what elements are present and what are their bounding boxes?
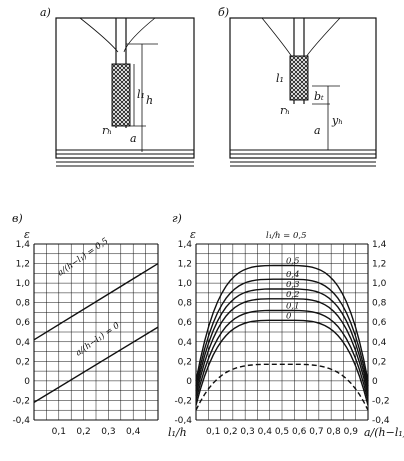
series-label: 0,2: [286, 290, 300, 300]
label-bt-b: bₜ: [314, 90, 324, 103]
y-tick-label-right: 0,4: [372, 338, 387, 348]
chart-d-yticks-left: 1,4 1,2 1,0 0,8 0,6 0,4 0,2 0 -0,2 -0,4: [174, 240, 192, 426]
series-label: 0: [286, 311, 292, 321]
y-tick-label: 0,8: [178, 299, 193, 309]
chart-c-series-label-1: a/(h−l₁) = 0,5: [55, 235, 110, 278]
chart-d-yticks-right: 1,4 1,2 1,0 0,8 0,6 0,4 0,2 0 -0,2 -0,4: [372, 240, 390, 426]
chart-c-series: [33, 262, 159, 403]
series-curve: [195, 363, 369, 411]
label-a-a: a: [130, 132, 137, 145]
panel-d-tag: г): [172, 212, 182, 225]
y-tick-label-right: 0,2: [372, 357, 386, 367]
x-tick-label: 0,7: [309, 427, 323, 437]
y-tick-label-right: 0,6: [372, 318, 387, 328]
y-tick-label: 0,8: [16, 299, 31, 309]
series-label: 0,5: [286, 257, 300, 267]
y-tick-label: 1,0: [16, 279, 31, 289]
x-tick-label: 0,5: [275, 427, 289, 437]
y-tick-label: 0: [186, 377, 192, 387]
series-curve: [195, 264, 369, 382]
x-tick-label: 0,8: [326, 427, 341, 437]
x-tick-label: 0,3: [101, 427, 115, 437]
x-tick-label: 0,6: [292, 427, 307, 437]
y-tick-label: 1,2: [16, 260, 30, 270]
y-tick-label: 1,4: [16, 240, 31, 250]
x-tick-label: 0,1: [206, 427, 220, 437]
series-curve: [195, 309, 369, 401]
chart-c-grid: [33, 243, 159, 421]
series-curve: [195, 298, 369, 396]
panel-a-tag: a): [40, 6, 51, 19]
chart-d-legend-title: l₁/h = 0,5: [266, 231, 307, 241]
chart-c-ylabel: ε: [24, 228, 30, 241]
series-line: [33, 262, 159, 341]
chart-c-xticks: 0,1 0,2 0,3 0,4: [52, 427, 141, 437]
y-tick-label: 0,2: [178, 357, 192, 367]
y-tick-label-right: -0,4: [372, 416, 390, 426]
y-tick-label-right: 1,0: [372, 279, 387, 289]
y-tick-label-right: 1,2: [372, 260, 386, 270]
x-tick-label: 0,2: [76, 427, 90, 437]
x-tick-label: 0,2: [223, 427, 237, 437]
panel-a: a) l₁ h rₕ a: [40, 6, 195, 167]
y-tick-label: 0,2: [16, 357, 30, 367]
label-rh-a: rₕ: [102, 124, 112, 137]
label-rh-b: rₕ: [280, 104, 290, 117]
label-yh-b: yₕ: [331, 114, 343, 127]
y-tick-label: 0,6: [16, 318, 31, 328]
y-tick-label: -0,4: [174, 416, 192, 426]
chart-d-xlabel: a/(h−l₁): [364, 426, 404, 439]
chart-c-yticks: 1,4 1,2 1,0 0,8 0,6 0,4 0,2 0 -0,2 -0,4: [12, 240, 30, 426]
series-curve: [195, 278, 369, 386]
chart-d: г) ε l₁/h = 0,5 1,4 1,2 1,0 0,8 0,6 0,4 0,2 0 -0…: [172, 212, 404, 439]
panel-c-tag: в): [12, 212, 23, 225]
label-l1-b: l₁: [276, 72, 284, 85]
label-a-b: a: [314, 124, 321, 137]
series-curve: [195, 288, 369, 391]
series-label: 0,1: [286, 301, 300, 311]
y-tick-label: 0: [24, 377, 30, 387]
chart-d-ylabel: ε: [190, 228, 196, 241]
x-tick-label: 0,1: [52, 427, 66, 437]
y-tick-label: 1,2: [178, 260, 192, 270]
chart-d-grid: [195, 243, 369, 421]
y-tick-label: 1,0: [178, 279, 193, 289]
y-tick-label-right: 1,4: [372, 240, 387, 250]
panel-b: б) l₁ rₕ bₜ yₕ a: [218, 6, 377, 167]
y-tick-label: 0,4: [178, 338, 193, 348]
y-tick-label: 0,6: [178, 318, 193, 328]
panel-b-tag: б): [218, 6, 229, 19]
chart-d-series: 0,5 0,40,30,20,10: [195, 257, 369, 411]
label-h-a: h: [146, 94, 153, 107]
series-line: [33, 326, 159, 403]
x-tick-label: 0,3: [240, 427, 254, 437]
y-tick-label: -0,4: [12, 416, 30, 426]
y-tick-label-right: -0,2: [372, 396, 390, 406]
series-label: 0,3: [286, 280, 300, 290]
series-label: 0,4: [286, 270, 300, 280]
y-tick-label: -0,2: [12, 396, 30, 406]
chart-c-xlabel: l₁/h: [168, 426, 187, 439]
y-tick-label-right: 0: [372, 377, 378, 387]
y-tick-label: -0,2: [174, 396, 192, 406]
x-tick-label: 0,9: [344, 427, 359, 437]
label-l1-a: l₁: [137, 88, 145, 101]
y-tick-label-right: 0,8: [372, 299, 387, 309]
y-tick-label: 0,4: [16, 338, 31, 348]
x-tick-label: 0,4: [126, 427, 141, 437]
x-tick-label: 0,4: [258, 427, 273, 437]
series-curve: [195, 319, 369, 406]
y-tick-label: 1,4: [178, 240, 193, 250]
